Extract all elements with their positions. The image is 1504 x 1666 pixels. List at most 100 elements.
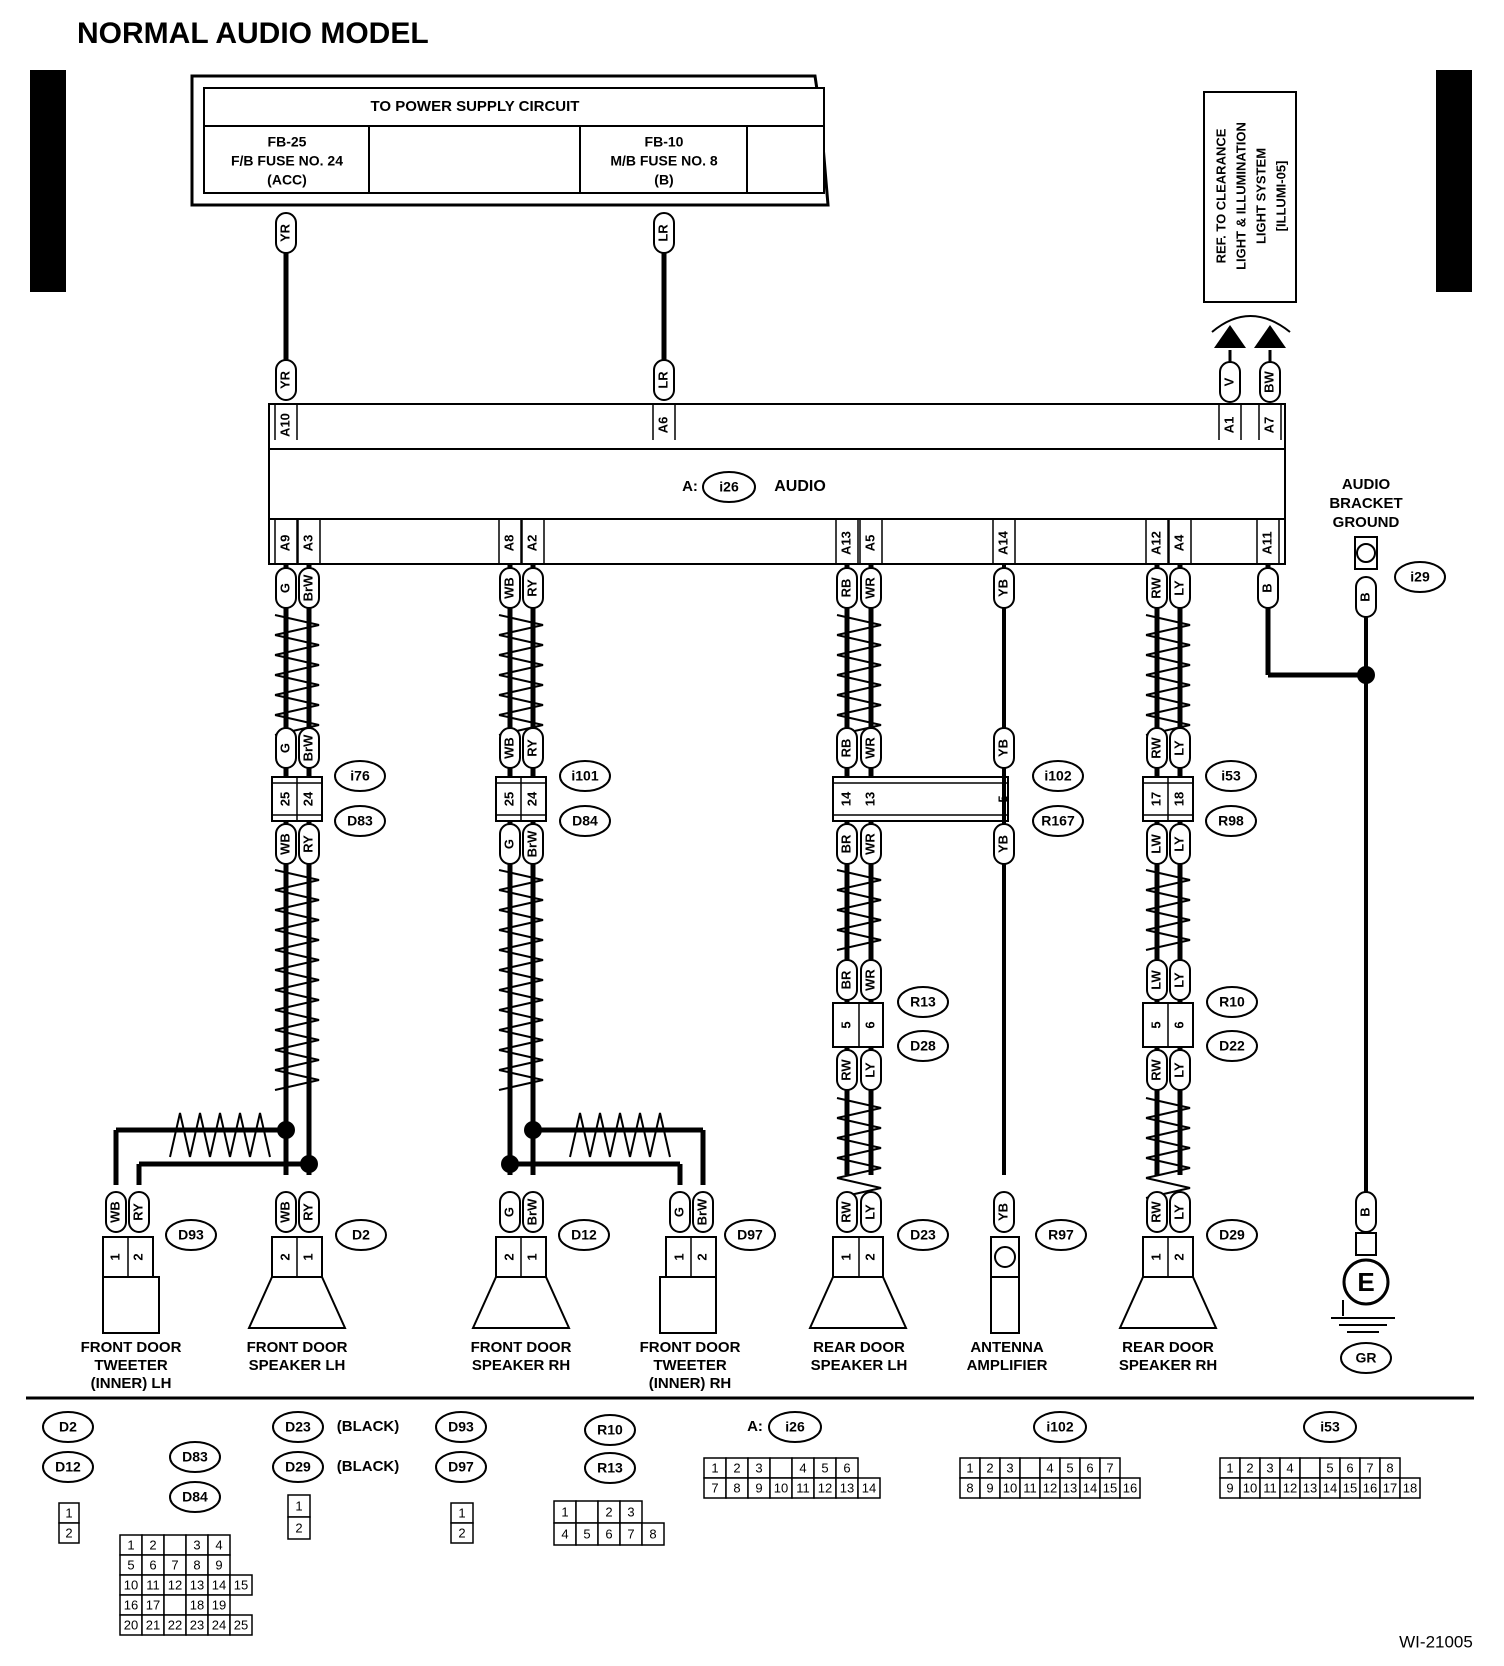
wire-lr-tag xyxy=(653,212,675,254)
twisted-pair-mark xyxy=(1145,1157,1191,1179)
wire-color-tag xyxy=(1169,1191,1191,1233)
wire-color-tag-label: RY xyxy=(130,1203,145,1221)
wire-color-tag xyxy=(522,727,544,769)
illumination-ref-text: LIGHT SYSTEM xyxy=(1253,148,1268,244)
wire-color-tag-label: YB xyxy=(995,835,1010,853)
connector-d93 xyxy=(165,1219,217,1251)
grid-d83-pin: 12 xyxy=(168,1577,182,1592)
grid-d93-cell xyxy=(450,1522,474,1544)
pin-label: 2 xyxy=(1171,1253,1186,1260)
rear-door-speaker-rh: SPEAKER RH xyxy=(1119,1357,1217,1374)
illumination-ref-text: LIGHT & ILLUMINATION xyxy=(1233,122,1248,270)
grid-d23-cell xyxy=(287,1516,311,1540)
connector-i101-label: i101 xyxy=(571,768,598,784)
twisted-pair-mark xyxy=(498,694,544,716)
connector-r10-label: R10 xyxy=(1219,994,1245,1010)
wire-color-tag xyxy=(298,823,320,865)
legend-d84-label: D84 xyxy=(182,1489,208,1505)
connector-d83 xyxy=(334,805,386,837)
twisted-pair-mark xyxy=(498,1069,544,1091)
bottom-pin: A14 xyxy=(995,530,1010,555)
wire-color-tag xyxy=(1146,959,1168,1001)
side-label-right-box xyxy=(1436,70,1472,292)
audio-bottom-pin-row xyxy=(268,518,1286,565)
wire-color-tag-label: RY xyxy=(300,835,315,853)
twisted-pair-mark xyxy=(836,1117,882,1139)
legend-d2-label: D2 xyxy=(59,1419,77,1435)
fuse-fb10: (B) xyxy=(654,172,673,188)
front-door-speaker-rh: FRONT DOOR xyxy=(471,1339,572,1356)
grid-i102-pin: 9 xyxy=(986,1480,993,1495)
twisted-pair-mark xyxy=(836,654,882,676)
twisted-pair-mark xyxy=(1145,1097,1191,1119)
legend-r10 xyxy=(584,1414,636,1446)
grid-d83-cell xyxy=(163,1534,187,1556)
top-pin: A10 xyxy=(277,413,292,437)
wire-color-tag-label: WR xyxy=(862,737,877,759)
grid-d83-pin: 19 xyxy=(212,1597,226,1612)
pin-label: 5 xyxy=(995,795,1010,802)
grid-i102-pin: 12 xyxy=(1043,1480,1057,1495)
wire-color-tag-label: WB xyxy=(107,1201,122,1223)
wire-color-tag xyxy=(298,567,320,609)
wire-color-tag-label: RW xyxy=(1148,1059,1163,1081)
grid-d83-pin: 14 xyxy=(212,1577,226,1592)
wire-color-tag xyxy=(836,567,858,609)
ref-bracket xyxy=(1211,315,1291,333)
wire-color-tag-label: WB xyxy=(277,1201,292,1223)
grid-i53-pin: 3 xyxy=(1266,1460,1273,1475)
wire-yr-tag-label: YR xyxy=(277,223,292,242)
wire-v-tag xyxy=(1219,361,1241,403)
bottom-pin: A4 xyxy=(1171,534,1186,551)
wire-color-tag-label: RY xyxy=(300,1203,315,1221)
twisted-pair-mark xyxy=(274,929,320,951)
pin-label: 6 xyxy=(1171,1021,1186,1028)
grid-i26-pin: 8 xyxy=(733,1480,740,1495)
audio-bracket-ground: AUDIO xyxy=(1342,476,1391,493)
grid-d83-pin: 7 xyxy=(171,1557,178,1572)
grid-d93-pin: 2 xyxy=(458,1525,465,1540)
grid-d83-pin: 16 xyxy=(124,1597,138,1612)
wire-color-tag-label: YB xyxy=(995,1203,1010,1221)
twisted-pair-mark xyxy=(1145,1117,1191,1139)
grid-i53-pin: 2 xyxy=(1246,1460,1253,1475)
connector-i53 xyxy=(1205,760,1257,792)
twisted-pair-mark xyxy=(189,1112,211,1158)
grid-r10-pin: 6 xyxy=(605,1526,612,1541)
twisted-pair-mark xyxy=(836,694,882,716)
power-box-header: TO POWER SUPPLY CIRCUIT xyxy=(371,98,580,115)
twisted-pair-mark xyxy=(498,634,544,656)
connector-r167 xyxy=(1032,805,1084,837)
audio-connector-i26-label: i26 xyxy=(719,479,739,495)
twisted-pair-mark xyxy=(274,869,320,891)
twisted-pair-mark xyxy=(498,614,544,636)
grid-i26-pin: 9 xyxy=(755,1480,762,1495)
twisted-pair-mark xyxy=(498,889,544,911)
connector-i76 xyxy=(334,760,386,792)
legend-i102 xyxy=(1033,1411,1087,1443)
wire-color-tag-label: LY xyxy=(1171,972,1186,988)
rear-door-speaker-lh: REAR DOOR xyxy=(813,1339,905,1356)
twisted-pair-mark xyxy=(836,929,882,951)
power-supply-inner xyxy=(203,87,825,194)
front-door-speaker-lh: FRONT DOOR xyxy=(247,1339,348,1356)
wire-yr-tag xyxy=(275,359,297,401)
connector-d93-label: D93 xyxy=(178,1227,204,1243)
twisted-pair-mark xyxy=(498,949,544,971)
wire-color-tag-label: RB xyxy=(838,739,853,758)
wire-color-tag-label: RW xyxy=(1148,737,1163,759)
legend-d2 xyxy=(42,1411,94,1443)
legend-i53 xyxy=(1303,1411,1357,1443)
connector-d2-label: D2 xyxy=(352,1227,370,1243)
twisted-pair-mark xyxy=(589,1112,611,1158)
wire-color-tag-label: WR xyxy=(862,833,877,855)
pin-label: 14 xyxy=(838,791,853,806)
grid-i53-cell xyxy=(1399,1477,1421,1499)
twisted-pair-mark xyxy=(169,1112,191,1158)
grid-r10-pin: 4 xyxy=(561,1526,568,1541)
wire-color-tag xyxy=(993,567,1015,609)
pin-label: 18 xyxy=(1171,792,1186,806)
wire-color-tag-label: LY xyxy=(1171,1062,1186,1078)
legend-d84 xyxy=(169,1481,221,1513)
